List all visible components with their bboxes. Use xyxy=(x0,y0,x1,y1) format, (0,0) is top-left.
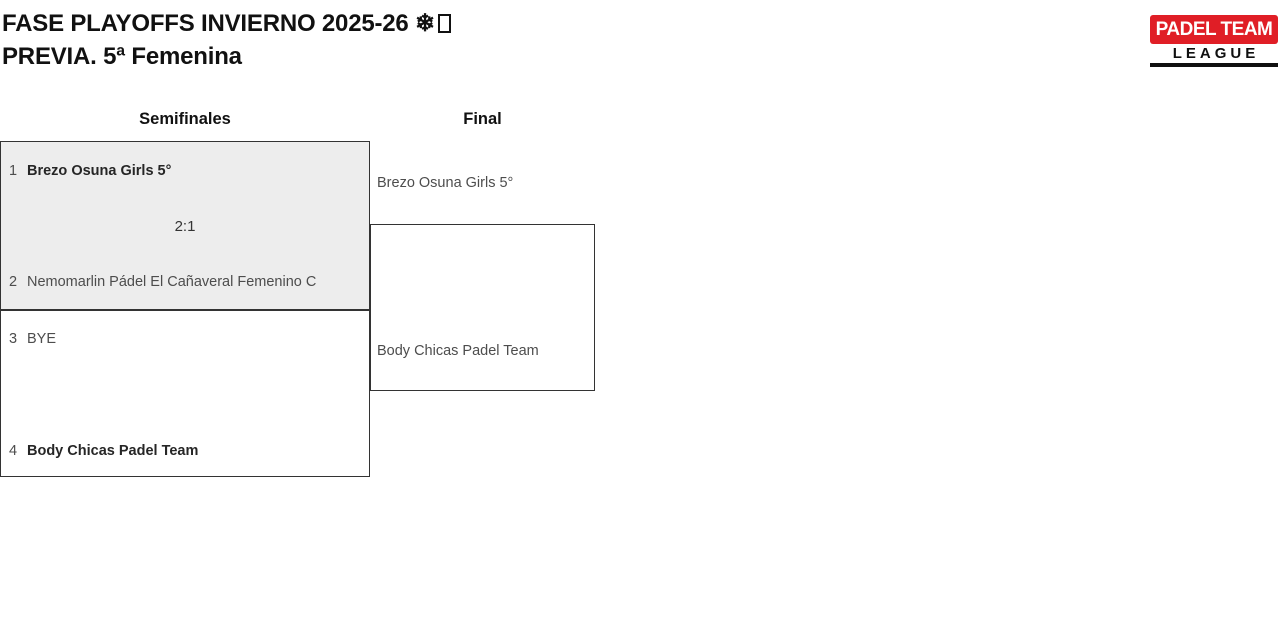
page-title-line1: FASE PLAYOFFS INVIERNO 2025-26 ❄ xyxy=(2,7,451,40)
team-name: Body Chicas Padel Team xyxy=(27,443,199,459)
final-team-slot-1: Brezo Osuna Girls 5° xyxy=(377,175,514,191)
round-header-semifinals: Semifinales xyxy=(139,110,231,128)
page-title-line1-text: FASE PLAYOFFS INVIERNO 2025-26 ❄ xyxy=(2,10,435,37)
team-row: 1 Brezo Osuna Girls 5° xyxy=(9,162,363,180)
round-header-final: Final xyxy=(463,110,502,128)
team-row: 3 BYE xyxy=(9,330,363,348)
seed-number: 1 xyxy=(9,163,18,179)
team-name: Nemomarlin Pádel El Cañaveral Femenino C xyxy=(27,274,317,290)
final-team-slot-2: Body Chicas Padel Team xyxy=(377,343,539,359)
final-match-box[interactable] xyxy=(370,224,595,391)
team-name: Brezo Osuna Girls 5° xyxy=(27,163,172,179)
seed-number: 4 xyxy=(9,443,18,459)
logo-padel-team-label: PADEL TEAM xyxy=(1150,15,1278,44)
page-title-line2: PREVIA. 5ª Femenina xyxy=(2,43,242,70)
page-title: FASE PLAYOFFS INVIERNO 2025-26 ❄ PREVIA.… xyxy=(2,7,451,73)
team-row: 2 Nemomarlin Pádel El Cañaveral Femenino… xyxy=(9,273,363,291)
logo-underline-bar xyxy=(1150,63,1278,67)
padel-team-league-logo[interactable]: PADEL TEAM LEAGUE xyxy=(1150,15,1278,67)
match-score: 2:1 xyxy=(174,218,196,235)
seed-number: 3 xyxy=(9,331,18,347)
logo-league-label: LEAGUE xyxy=(1172,45,1260,62)
seed-number: 2 xyxy=(9,274,18,290)
semifinal-1-match-box[interactable]: 1 Brezo Osuna Girls 5° 2:1 2 Nemomarlin … xyxy=(0,141,370,310)
missing-glyph-icon xyxy=(437,14,451,33)
team-row: 4 Body Chicas Padel Team xyxy=(9,442,363,460)
team-name: BYE xyxy=(27,331,57,347)
semifinal-2-match-box[interactable]: 3 BYE 4 Body Chicas Padel Team xyxy=(0,310,370,477)
